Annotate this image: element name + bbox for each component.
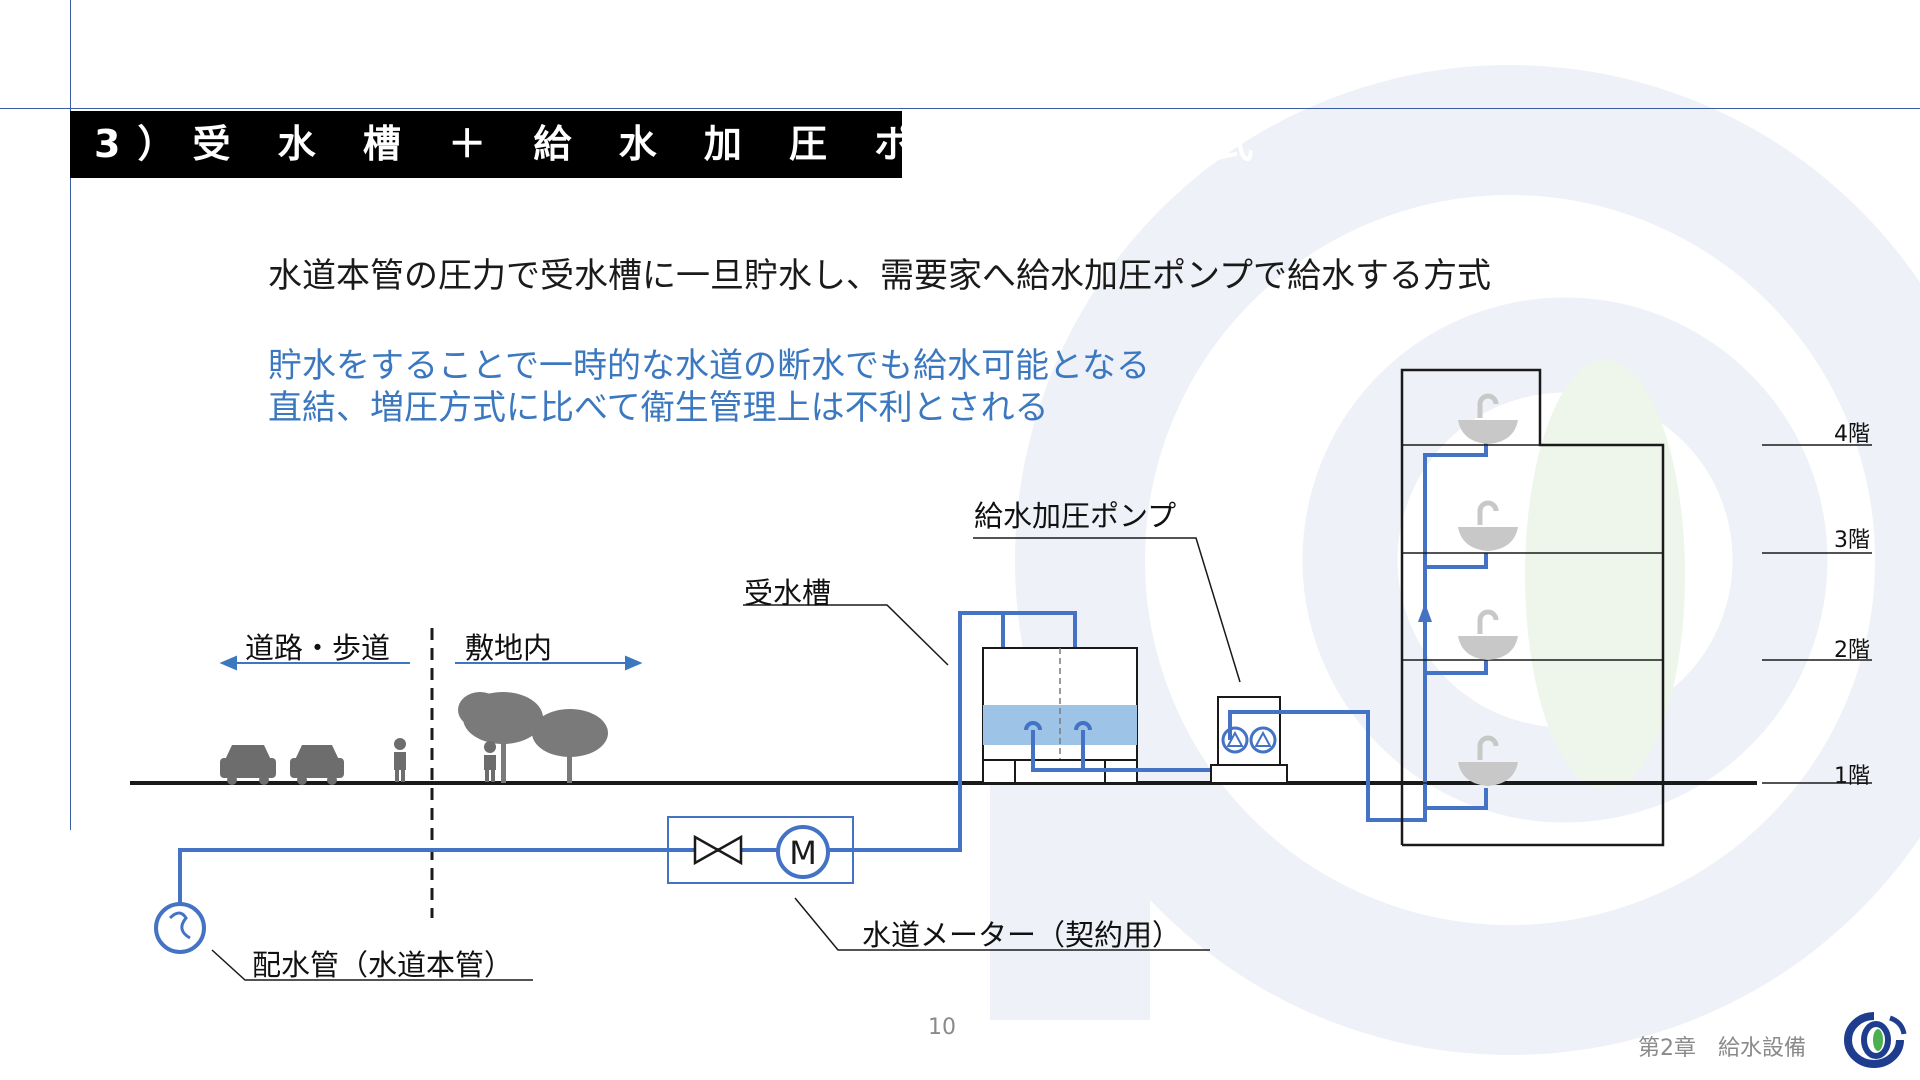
flow-arrow <box>1418 603 1432 622</box>
service-pipe <box>178 611 1077 904</box>
page-number: 10 <box>928 1015 956 1040</box>
site-arrow <box>455 655 643 671</box>
sink-icon <box>1458 735 1518 786</box>
receiving-tank <box>982 647 1138 784</box>
building <box>1400 368 1665 847</box>
header-rule <box>0 108 1920 109</box>
floor-label-4: 4階 <box>1834 422 1870 447</box>
left-rule <box>70 0 71 830</box>
tree-icon <box>532 709 608 783</box>
meter-label: 水道メーター（契約用） <box>862 918 1182 952</box>
sink-icon <box>1458 609 1518 660</box>
tree-icon <box>458 692 543 783</box>
site-label: 敷地内 <box>465 631 553 665</box>
pump-label: 給水加圧ポンプ <box>974 499 1177 533</box>
floor-label-3: 3階 <box>1834 528 1870 553</box>
water-meter-icon <box>776 825 830 879</box>
main-pipe-symbol <box>154 902 206 954</box>
car-icon <box>290 745 344 785</box>
pedestrian-icon <box>484 741 496 782</box>
valve-icon <box>693 834 743 866</box>
organization-logo <box>1844 1012 1907 1068</box>
discharge-pipe <box>1228 440 1488 822</box>
pedestrian-icon <box>394 738 406 782</box>
tank-leader <box>743 604 949 666</box>
floor-label-2: 2階 <box>1834 638 1870 663</box>
note-line-2: 直結、増圧方式に比べて衛生管理上は不利とされる <box>268 388 1049 428</box>
meter-leader <box>794 897 1210 951</box>
lead-text: 水道本管の圧力で受水槽に一旦貯水し、需要家へ給水加圧ポンプで給水する方式 <box>268 256 1491 296</box>
main-pipe-label: 配水管（水道本管） <box>252 948 514 982</box>
road-arrow <box>219 655 410 671</box>
pump-leader <box>973 537 1241 683</box>
floor-label-1: 1階 <box>1834 764 1870 789</box>
chapter-label: 第2章 給水設備 <box>1638 1036 1806 1061</box>
main-pipe-leader <box>211 949 533 981</box>
note-line-1: 貯水をすることで一時的な水道の断水でも給水可能となる <box>268 346 1150 386</box>
booster-pump <box>1210 696 1288 784</box>
road-label: 道路・歩道 <box>245 631 391 665</box>
tank-label: 受水槽 <box>744 576 832 610</box>
sink-icon <box>1458 500 1518 551</box>
car-icon <box>220 745 276 785</box>
meter-symbol-label: M <box>789 834 817 872</box>
sink-icon <box>1458 393 1518 444</box>
